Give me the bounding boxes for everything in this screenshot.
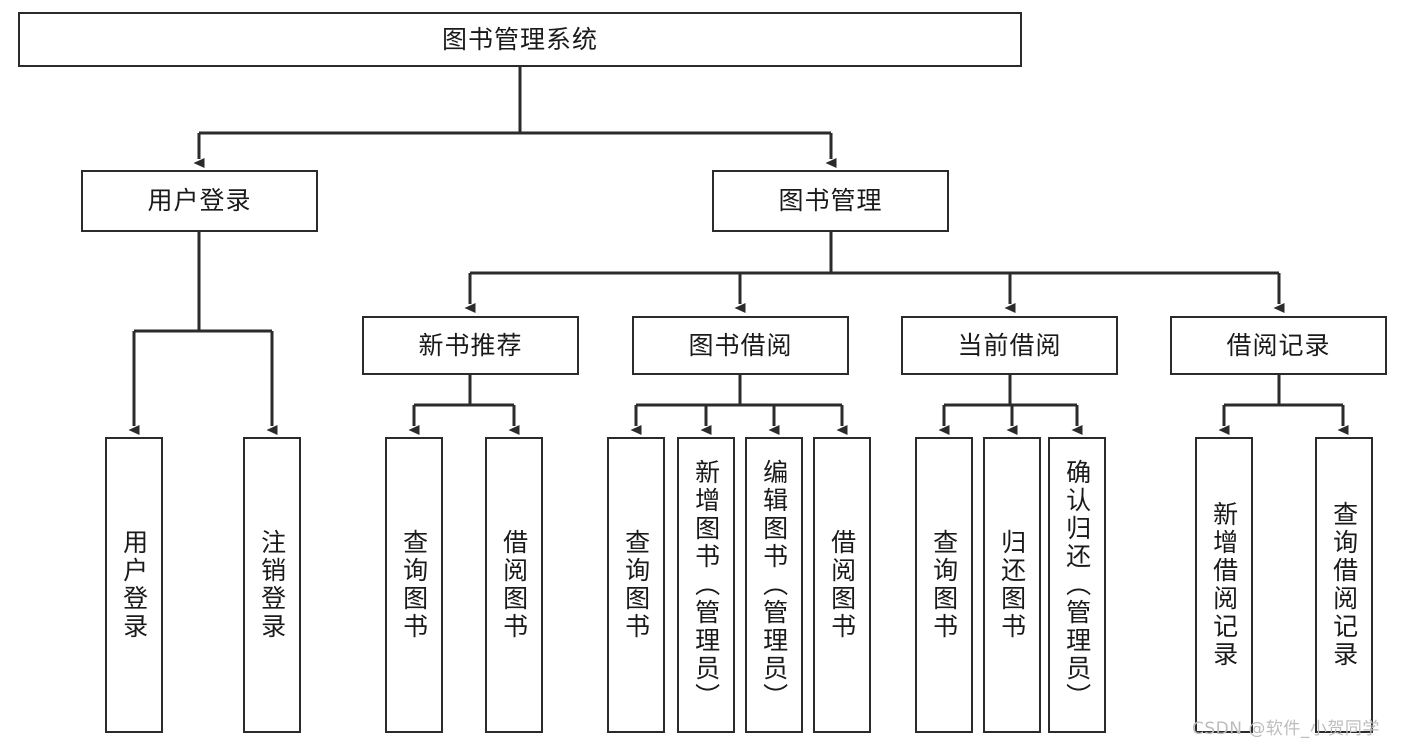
node-label: 查询图书 [399, 529, 429, 641]
node-leaf-borrow-book-1[interactable]: 借阅图书 [485, 437, 543, 733]
node-label: 编辑图书（管理员） [759, 459, 789, 711]
node-label: 注销登录 [257, 529, 287, 641]
node-leaf-confirm-return[interactable]: 确认归还（管理员） [1048, 437, 1106, 733]
node-leaf-query-record[interactable]: 查询借阅记录 [1315, 437, 1373, 733]
node-leaf-add-book[interactable]: 新增图书（管理员） [677, 437, 735, 733]
node-leaf-add-record[interactable]: 新增借阅记录 [1195, 437, 1253, 733]
node-label: 查询图书 [621, 529, 651, 641]
node-leaf-logout-login[interactable]: 注销登录 [243, 437, 301, 733]
node-borrow-record[interactable]: 借阅记录 [1170, 316, 1387, 375]
csdn-watermark: CSDN @软件_小贺同学 [1192, 719, 1380, 739]
node-label: 用户登录 [147, 186, 252, 215]
node-label: 借阅记录 [1226, 330, 1331, 360]
node-label: 用户登录 [119, 529, 149, 641]
node-leaf-edit-book[interactable]: 编辑图书（管理员） [745, 437, 803, 733]
node-label: 确认归还（管理员） [1062, 459, 1092, 711]
node-book-management[interactable]: 图书管理 [712, 170, 949, 232]
node-leaf-query-book-1[interactable]: 查询图书 [385, 437, 443, 733]
node-label: 归还图书 [997, 529, 1027, 641]
node-label: 新书推荐 [418, 330, 523, 360]
node-label: 图书管理系统 [441, 24, 598, 54]
node-leaf-query-book-2[interactable]: 查询图书 [607, 437, 665, 733]
node-label: 查询图书 [929, 529, 959, 641]
node-book-borrow[interactable]: 图书借阅 [632, 316, 849, 375]
node-label: 图书借阅 [688, 330, 793, 360]
node-leaf-borrow-book-2[interactable]: 借阅图书 [813, 437, 871, 733]
node-label: 当前借阅 [957, 330, 1062, 360]
node-root-book-management-system[interactable]: 图书管理系统 [18, 12, 1022, 67]
node-leaf-return-book[interactable]: 归还图书 [983, 437, 1041, 733]
node-label: 借阅图书 [499, 529, 529, 641]
node-user-login[interactable]: 用户登录 [81, 170, 318, 232]
node-new-book-recommend[interactable]: 新书推荐 [362, 316, 579, 375]
node-leaf-query-book-3[interactable]: 查询图书 [915, 437, 973, 733]
node-label: 查询借阅记录 [1329, 501, 1359, 669]
node-label: 借阅图书 [827, 529, 857, 641]
node-label: 新增图书（管理员） [691, 459, 721, 711]
node-label: 图书管理 [778, 186, 883, 215]
node-current-borrow[interactable]: 当前借阅 [901, 316, 1118, 375]
node-label: 新增借阅记录 [1209, 501, 1239, 669]
node-leaf-user-login[interactable]: 用户登录 [105, 437, 163, 733]
